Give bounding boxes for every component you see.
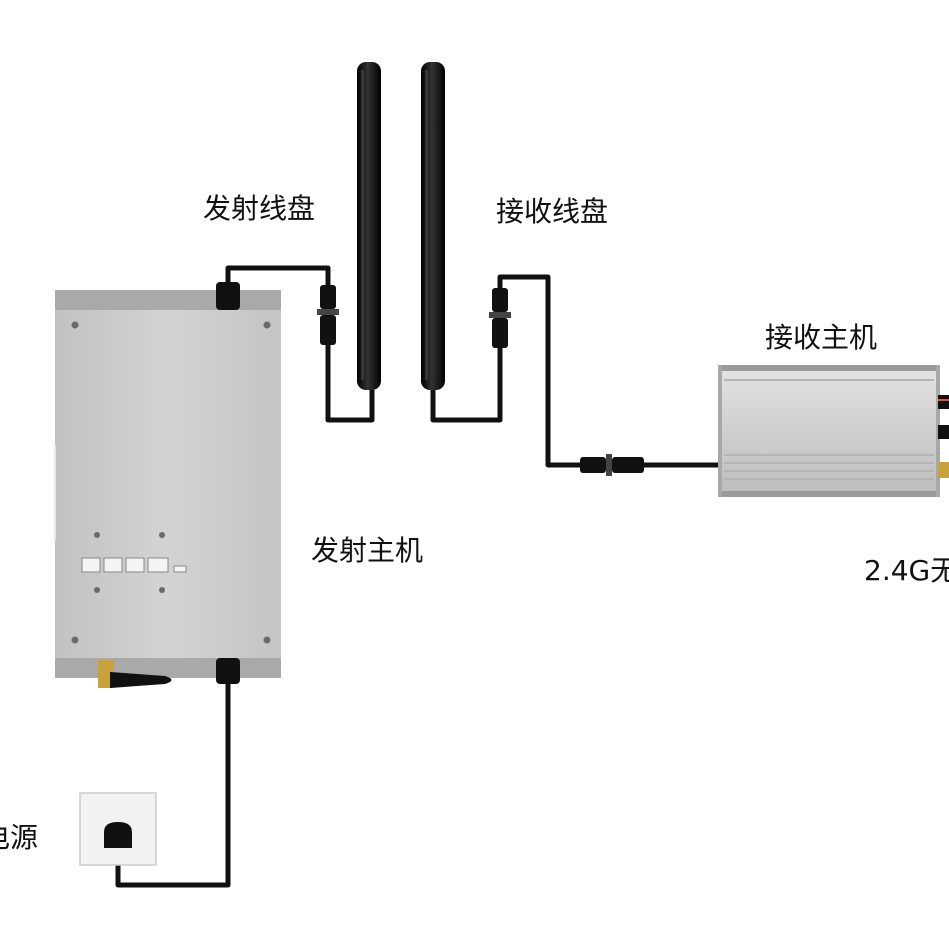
tx-coil-connector — [317, 285, 339, 345]
rx-coil-cable — [430, 274, 718, 468]
rx-coil-connector — [489, 288, 511, 348]
tx-host-label: 发射主机 — [311, 534, 424, 567]
tx-antenna — [98, 660, 172, 688]
power-cable — [115, 680, 231, 888]
tx-coil-label: 发射线盘 — [203, 192, 316, 225]
receiver-coil — [421, 62, 445, 390]
rx-coil-label: 接收线盘 — [496, 195, 609, 228]
power-socket — [79, 792, 157, 866]
rx-host-connector — [580, 454, 644, 476]
rx-host-label: 接收主机 — [765, 321, 878, 354]
transmitter-host — [54, 282, 281, 688]
receiver-host — [718, 365, 949, 497]
tx-ports-panel — [81, 557, 187, 573]
power-label: 电源 — [0, 821, 39, 854]
transmitter-coil — [357, 62, 381, 390]
rx-output-label: 2.4G无 — [864, 557, 949, 585]
